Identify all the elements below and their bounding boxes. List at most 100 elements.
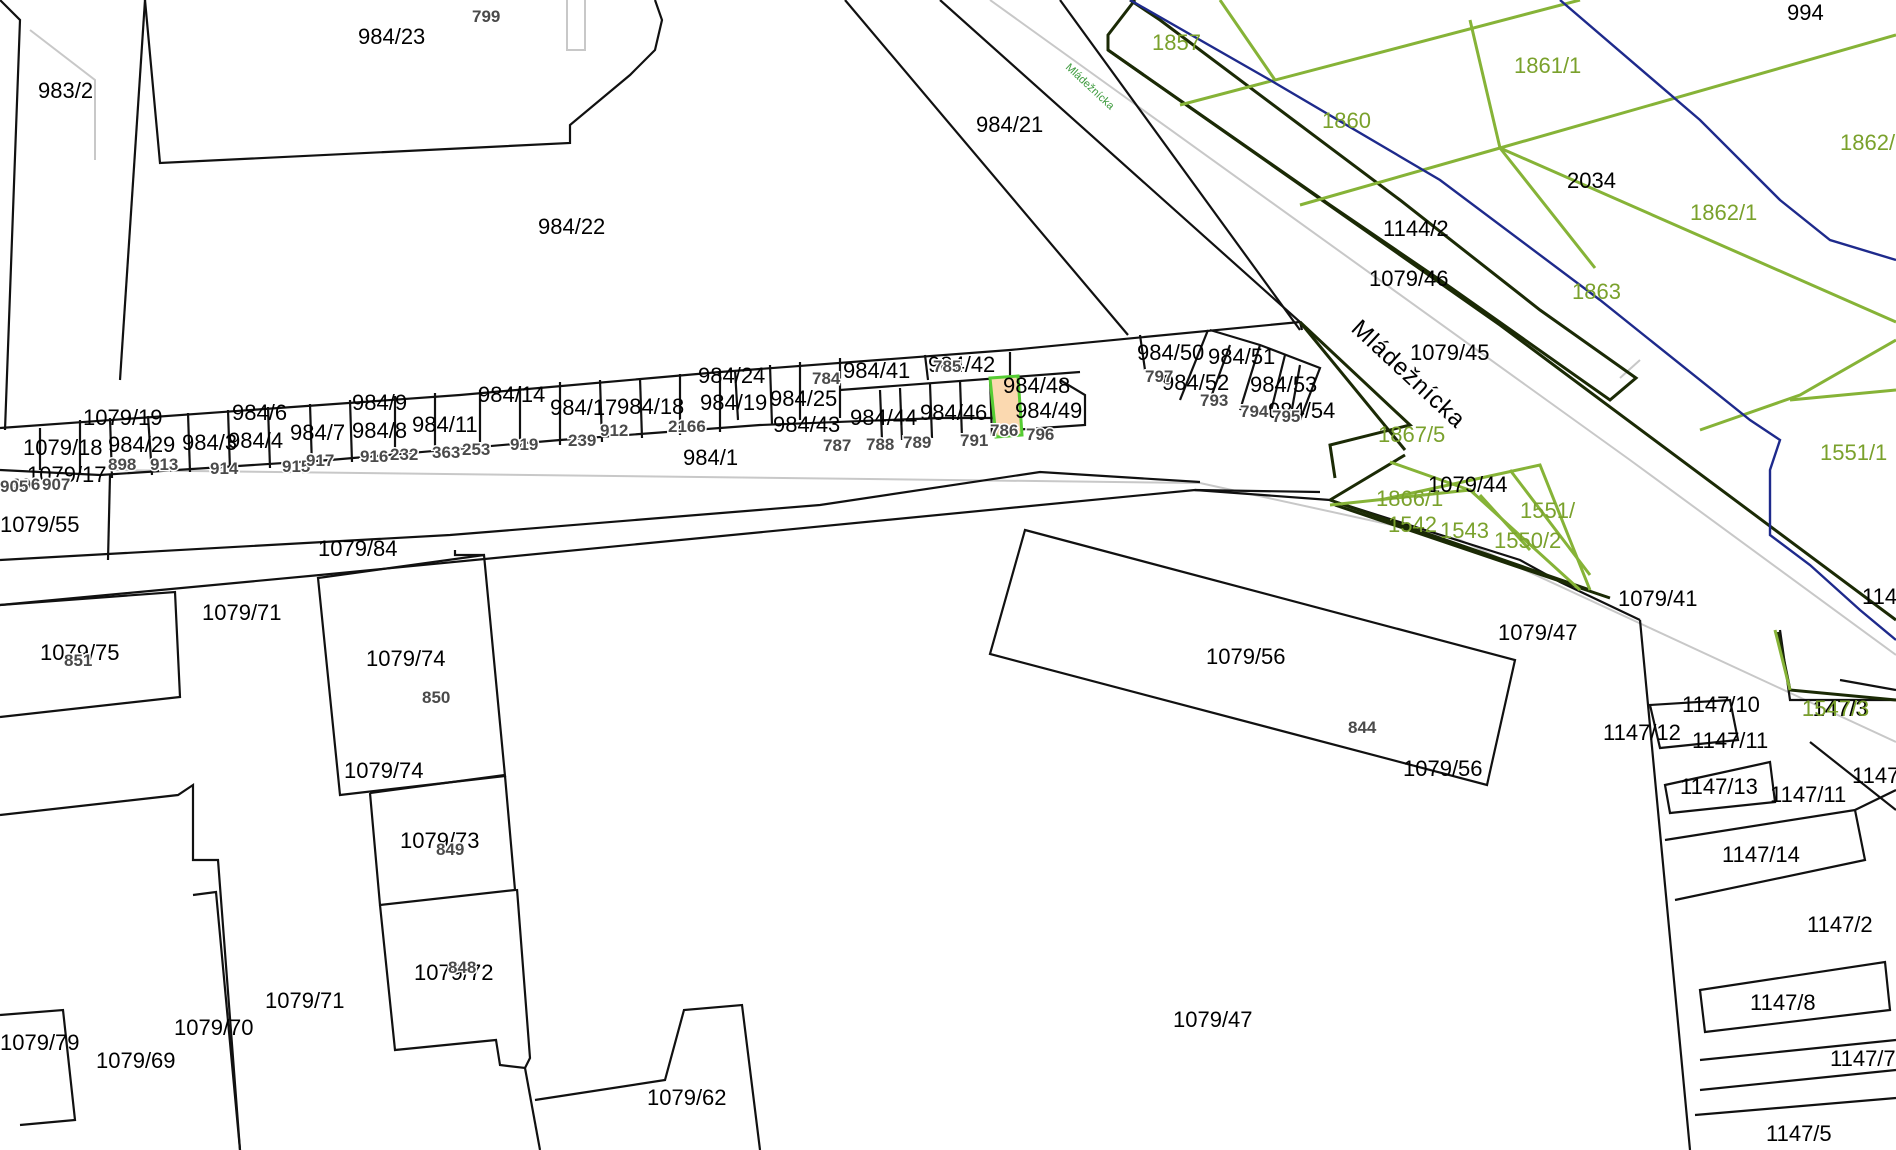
house-number: 795: [1272, 407, 1300, 426]
house-number: 797: [1145, 367, 1173, 386]
parcel-label: 1079/70: [174, 1015, 254, 1040]
selected-parcel-786[interactable]: [988, 374, 1024, 439]
house-number: 363: [432, 443, 460, 462]
parcel-label: 984/17: [550, 395, 617, 420]
parcel-label: 984/46: [920, 400, 987, 425]
parcel-label: 984/4: [228, 428, 283, 453]
house-number: 898: [108, 455, 136, 474]
parcel-label: 1079/73: [400, 828, 480, 853]
house-number: 919: [510, 435, 538, 454]
parcel-label: 984/3: [182, 430, 237, 455]
green-parcel-label: 1547/3: [1802, 696, 1869, 721]
green-parcel-label: 1550/2: [1494, 528, 1561, 553]
parcel-label: 1147/8: [1750, 990, 1816, 1015]
house-number: 916: [360, 447, 388, 466]
house-number: 786: [990, 421, 1018, 440]
house-number: 796: [1026, 425, 1054, 444]
green-parcel-label: 1857: [1152, 30, 1201, 55]
house-number: 915: [282, 457, 310, 476]
house-number: 849: [436, 840, 464, 859]
parcel-label: 984/6: [232, 400, 287, 425]
parcel-label: 1144/2: [1383, 216, 1449, 241]
parcel-label: 1079/79: [0, 1030, 80, 1055]
parcel-label: 984/21: [976, 112, 1043, 137]
parcel-label: 1079/74: [344, 758, 424, 783]
parcel-label: 984/51: [1208, 344, 1275, 369]
parcel-label: 984/54: [1268, 398, 1335, 423]
house-number: 785: [933, 357, 961, 376]
house-number: 793: [1200, 391, 1228, 410]
blue-utility-line: [1129, 0, 1896, 641]
house-number: 906: [12, 475, 40, 494]
parcel-label: 984/19: [700, 390, 767, 415]
parcel-label: 994: [1787, 0, 1824, 25]
house-number-labels: 799 898 913 914 915 917 916 906 907 912 …: [0, 6, 1378, 979]
parcel-label: 1079/19: [83, 405, 163, 430]
house-number: 791: [960, 431, 988, 450]
house-number: 789: [903, 433, 931, 452]
house-number: 907: [42, 475, 70, 494]
house-number: 253: [462, 440, 490, 459]
parcel-label: 1147/11: [1692, 728, 1768, 753]
parcel-label: 984/43: [773, 412, 840, 437]
parcel-label: 984/1: [683, 445, 738, 470]
house-number: 905: [0, 477, 28, 496]
green-parcel-label: 1543: [1440, 518, 1489, 543]
house-number: 848: [448, 958, 476, 977]
parcel-label: 983/2: [38, 78, 93, 103]
house-number: 851: [64, 651, 92, 670]
parcel-label: 1079/84: [318, 536, 398, 561]
parcel-label: 984/50: [1137, 340, 1204, 365]
house-number: 788: [866, 435, 894, 454]
parcel-label: 984/42: [928, 352, 995, 377]
parcel-label: 1079/75: [40, 640, 120, 665]
parcel-label: 1079/47: [1498, 620, 1578, 645]
green-parcel-label: 1862/1: [1690, 200, 1757, 225]
parcel-label: 984/23: [358, 24, 425, 49]
parcel-label: 1079/56: [1206, 644, 1286, 669]
parcel-label: 1079/45: [1410, 340, 1490, 365]
green-parcel-label: 1862/: [1840, 130, 1896, 155]
parcel-label: 1079/46: [1369, 266, 1449, 291]
parcel-label: 1147/7: [1830, 1046, 1896, 1071]
house-number: 239: [568, 431, 596, 450]
parcel-label: 1079/44: [1428, 472, 1508, 497]
green-parcel-label: 1860: [1322, 108, 1371, 133]
parcel-label: 1147/11: [1770, 782, 1846, 807]
parcel-label: 984/24: [698, 363, 765, 388]
house-number: 2166: [668, 417, 706, 436]
house-number: 799: [472, 7, 500, 26]
parcel-label: 1079/71: [265, 988, 345, 1013]
parcel-label: 1147/3: [1802, 696, 1868, 721]
green-parcel-label: 1551/: [1520, 498, 1576, 523]
parcel-label: 984/14: [478, 382, 545, 407]
parcel-label: 1079/18: [23, 435, 103, 460]
parcel-label: 1079/71: [202, 600, 282, 625]
house-number: 784: [812, 369, 841, 388]
parcel-label: 984/52: [1162, 370, 1229, 395]
parcel-label: 984/41: [843, 358, 910, 383]
house-number: 917: [306, 451, 334, 470]
parcel-label: 2034: [1567, 168, 1616, 193]
house-number: 914: [210, 459, 239, 478]
parcel-label: 984/44: [850, 405, 917, 430]
parcel-label: 1079/47: [1173, 1007, 1253, 1032]
parcel-label: 1079/41: [1618, 586, 1698, 611]
parcel-label: 984/7: [290, 420, 345, 445]
green-parcel-label: 1863: [1572, 279, 1621, 304]
olive-boundaries: [1106, 0, 1896, 702]
green-parcel-labels: 1857 1860 1861/1 1862/1 1862/ 1863 1867/…: [1152, 30, 1896, 721]
parcel-label: 1147/2: [1807, 912, 1873, 937]
green-parcel-label: 1551/1: [1820, 440, 1887, 465]
green-parcel-label: 1861/1: [1514, 53, 1581, 78]
parcel-label: 1079/55: [0, 512, 80, 537]
parcel-label: 984/22: [538, 214, 605, 239]
house-number: 794: [1240, 402, 1269, 421]
green-parcel-label: 1542: [1388, 512, 1437, 537]
parcel-label: 984/48: [1003, 373, 1070, 398]
parcel-label: 1147/10: [1682, 692, 1760, 717]
street-label-mladeznicka-small: Mládežnícka: [1063, 61, 1117, 112]
parcel-label: 1079/62: [647, 1085, 727, 1110]
